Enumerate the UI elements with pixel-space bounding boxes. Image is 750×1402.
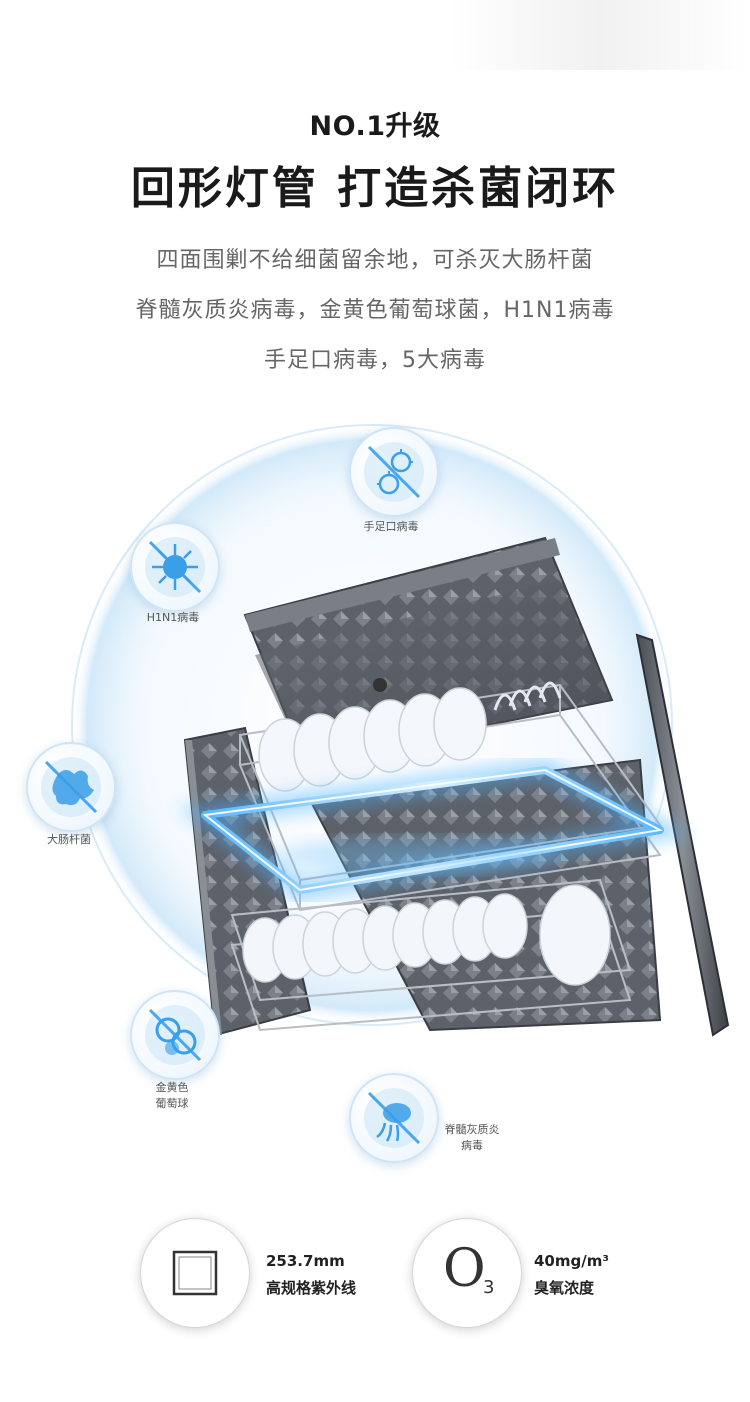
badge-label-line: 病毒 — [461, 1139, 483, 1152]
h1n1-virus-icon — [145, 537, 205, 597]
badge-staphylococcus — [130, 990, 220, 1080]
badge-label-line: 手足口病毒 — [363, 520, 419, 533]
description-line-2: 脊髓灰质炎病毒，金黄色葡萄球菌，H1N1病毒 — [135, 298, 615, 323]
badge-label-h1n1: H1N1病毒 — [118, 610, 228, 626]
badge-label-line: 脊髓灰质炎 — [444, 1123, 500, 1136]
ozone-concentration-value: 40mg/m³ — [534, 1252, 609, 1270]
disinfection-cabinet-illustration — [71, 424, 730, 1037]
page-headline: 回形灯管 打造杀菌闭环 — [130, 163, 620, 214]
uv-tube-spec-circle — [140, 1218, 250, 1328]
hand-foot-mouth-virus-icon — [364, 442, 424, 502]
e-coli-bacteria-icon — [41, 757, 101, 817]
uv-tube-frame-icon — [172, 1250, 218, 1296]
badge-e-coli — [26, 742, 116, 832]
product-scene: 手足口病毒 H1N1病毒 大肠杆菌 — [0, 410, 750, 1190]
uv-tube-length-label: 高规格紫外线 — [266, 1279, 357, 1297]
badge-label-line: 金黄色 — [155, 1081, 189, 1094]
badge-label-e-coli: 大肠杆菌 — [14, 832, 124, 848]
badge-h1n1 — [130, 522, 220, 612]
badge-hand-foot-mouth — [349, 427, 439, 517]
ozone-subscript: 3 — [483, 1277, 495, 1298]
ozone-spec-circle: O 3 — [412, 1218, 522, 1328]
badge-label-staphylococcus: 金黄色 葡萄球 — [117, 1080, 227, 1112]
ozone-icon: O — [443, 1239, 486, 1299]
badge-label-hand-foot-mouth: 手足口病毒 — [336, 519, 446, 535]
badge-label-line: 葡萄球 — [155, 1097, 189, 1110]
description-line-1: 四面围剿不给细菌留余地，可杀灭大肠杆菌 — [156, 248, 594, 273]
badge-poliovirus — [349, 1073, 439, 1163]
top-gradient-band — [0, 0, 750, 70]
uv-tube-length-value: 253.7mm — [266, 1252, 345, 1270]
ozone-concentration-label: 臭氧浓度 — [534, 1279, 595, 1297]
upgrade-tagline: NO.1升级 — [309, 111, 441, 142]
badge-label-poliovirus: 脊髓灰质炎 病毒 — [417, 1122, 527, 1154]
badge-label-line: H1N1病毒 — [146, 611, 200, 624]
description-line-3: 手足口病毒，5大病毒 — [264, 348, 486, 373]
staphylococcus-aureus-icon — [145, 1005, 205, 1065]
badge-label-line: 大肠杆菌 — [47, 833, 91, 846]
poliovirus-icon — [364, 1088, 424, 1148]
